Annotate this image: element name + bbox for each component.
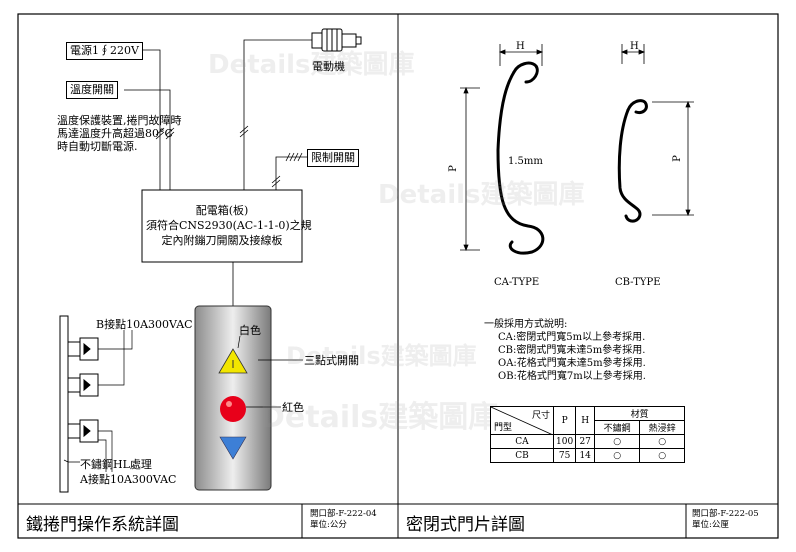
usage-notes: 一般採用方式說明: CA:密閉式門寬5m以上參考採用. CB:密閉式門寬未達5m… [484, 318, 646, 383]
material-header: 材質 [594, 406, 686, 421]
col-p-header: P [552, 406, 577, 435]
table-row: CB 75 14 ○ ○ [490, 448, 686, 463]
material-galvanized: 熱浸鋅 [639, 420, 686, 435]
a-contact-label: A接點10A300VAC [80, 473, 177, 486]
row-p: 75 [552, 448, 577, 463]
usage-line: OB:花格式門寬7m以上參考採用. [498, 371, 646, 382]
cb-h-dimension: H [630, 41, 639, 52]
right-drawing-title: 密閉式門片詳圖 [406, 515, 525, 535]
row-m1: ○ [594, 434, 641, 449]
left-drawing-unit: 單位:公分 [310, 520, 347, 530]
red-stop-button [220, 396, 246, 422]
box-line: 配電箱(板) [195, 204, 249, 217]
cb-profile-curve [617, 108, 642, 223]
usage-line: CA:密閉式門寬5m以上參考採用. [498, 332, 646, 343]
b-contact-label: B接點10A300VAC [96, 318, 193, 331]
cb-p-dimension: P [671, 155, 683, 162]
row-h: 14 [575, 448, 596, 463]
stainless-note: 不鏽鋼HL處理 [80, 458, 152, 471]
ca-p-dimension: P [447, 165, 459, 172]
row-m2: ○ [639, 448, 686, 463]
note-line: 溫度保護裝置,捲門故障時 [57, 114, 182, 127]
row-type: CA [490, 434, 554, 449]
type-header: 門型 [494, 423, 513, 433]
three-point-switch-label: 三點式開關 [304, 354, 359, 367]
white-color-label: 白色 [239, 324, 261, 337]
temperature-protection-note: 溫度保護裝置,捲門故障時 馬達溫度升高超過80°C 時自動切斷電源. [57, 114, 182, 153]
motor-label: 電動機 [312, 60, 345, 73]
ca-h-dimension: H [516, 41, 525, 52]
diagonal-header-cell: 尺寸 門型 [490, 406, 554, 435]
distribution-box-text: 配電箱(板) 須符合CNS2930(AC-1-1-0)之規 定內附鏰刀開關及接線… [146, 203, 312, 248]
material-stainless: 不鏽鋼 [594, 420, 641, 435]
col-h-header: H [575, 406, 596, 435]
spec-table: 尺寸 門型 P H 材質 不鏽鋼 熱浸鋅 CA 100 27 ○ ○ CB 75… [490, 406, 686, 463]
usage-title: 一般採用方式說明: [484, 319, 568, 330]
table-row: CA 100 27 ○ ○ [490, 434, 686, 449]
ca-type-label: CA-TYPE [494, 277, 540, 288]
row-m1: ○ [594, 448, 641, 463]
row-h: 27 [575, 434, 596, 449]
box-line: 定內附鏰刀開關及接線板 [161, 234, 283, 247]
row-type: CB [490, 448, 554, 463]
red-color-label: 紅色 [282, 401, 304, 414]
dim-header: 尺寸 [531, 411, 550, 421]
thickness-label: 1.5mm [508, 156, 543, 167]
diagonal-line [491, 407, 553, 435]
motor-symbol [311, 28, 362, 52]
right-drawing-unit: 單位:公厘 [692, 520, 729, 530]
cb-type-label: CB-TYPE [615, 277, 661, 288]
left-drawing-code: 開口部-F-222-04 [310, 509, 377, 519]
ca-profile-curve [496, 70, 545, 255]
temperature-switch-label: 溫度開關 [66, 81, 118, 99]
usage-line: CB:密閉式門寬未達5m參考採用. [498, 345, 646, 356]
power-supply-label: 電源1∮220V [66, 42, 143, 60]
usage-line: OA:花格式門寬未達5m參考採用. [498, 358, 646, 369]
row-p: 100 [552, 434, 577, 449]
contact-block-side-view [59, 315, 99, 493]
note-line: 馬達溫度升高超過80°C [57, 127, 173, 140]
down-triangle-button [219, 436, 247, 460]
note-line: 時自動切斷電源. [57, 140, 138, 153]
left-drawing-title: 鐵捲門操作系統詳圖 [26, 515, 179, 535]
box-line: 須符合CNS2930(AC-1-1-0)之規 [146, 219, 312, 232]
right-drawing-code: 開口部-F-222-05 [692, 509, 759, 519]
limit-switch-label: 限制開關 [307, 149, 359, 167]
row-m2: ○ [639, 434, 686, 449]
